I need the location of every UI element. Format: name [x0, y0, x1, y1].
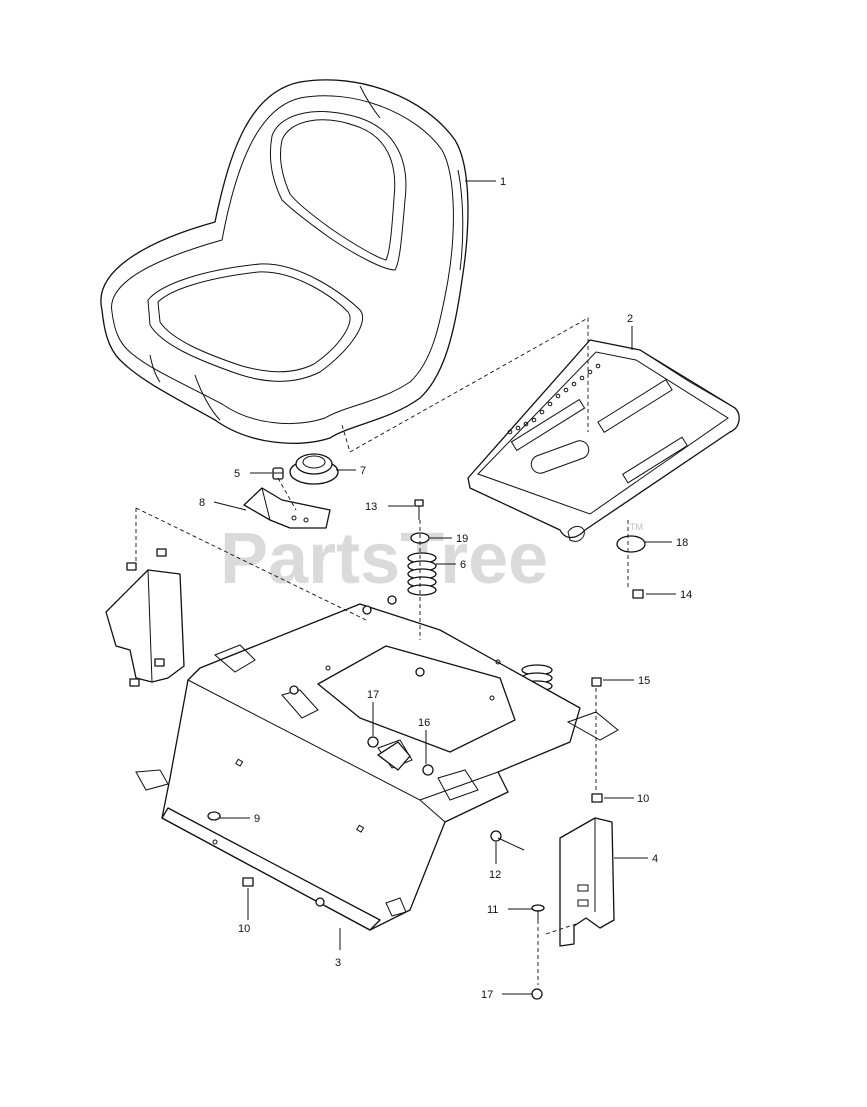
callout-9: 9: [254, 813, 260, 825]
bolt-13: [414, 499, 424, 520]
bracket-left: [105, 548, 185, 687]
bumper-9: [207, 811, 221, 821]
callout-6: 6: [460, 559, 466, 571]
callout-4: 4: [652, 853, 658, 865]
seat-frame: [135, 595, 619, 931]
watermark-trademark: TM: [630, 522, 643, 532]
callout-7: 7: [360, 465, 366, 477]
seat: [100, 79, 469, 444]
nut-10-front: [242, 877, 254, 887]
callout-19: 19: [456, 533, 468, 545]
switch-bracket: [243, 487, 331, 529]
seat-switch: [289, 453, 339, 485]
nut-17-bottom: [531, 988, 543, 1000]
callout-12: 12: [489, 869, 501, 881]
nut-5: [272, 467, 284, 480]
callout-1: 1: [500, 176, 506, 188]
nut-10-right: [591, 793, 603, 803]
bolt-15: [591, 677, 602, 687]
callout-17-bottom: 17: [481, 989, 493, 1001]
callout-5: 5: [234, 468, 240, 480]
callout-14: 14: [680, 589, 692, 601]
callout-17-top: 17: [367, 689, 379, 701]
partstree-watermark: PartsTree TM: [220, 519, 643, 599]
pin-12: [490, 830, 525, 851]
callout-10-right: 10: [637, 793, 649, 805]
bracket-4: [559, 817, 615, 947]
callout-15: 15: [638, 675, 650, 687]
bolt-11: [531, 904, 545, 920]
callout-16: 16: [418, 717, 430, 729]
callout-10-front: 10: [238, 923, 250, 935]
nut-17-top: [367, 736, 379, 748]
callout-13: 13: [365, 501, 377, 513]
callout-11: 11: [487, 904, 498, 916]
callout-3: 3: [335, 957, 341, 969]
alignment-lines: [135, 317, 629, 985]
callout-8: 8: [199, 497, 205, 509]
watermark-text: PartsTree: [220, 519, 548, 599]
bracket-16: [377, 741, 434, 776]
callout-2: 2: [627, 313, 633, 325]
spring-6: [407, 552, 437, 596]
washer-18: [616, 535, 646, 553]
bolt-14: [632, 589, 644, 599]
seat-plate: [467, 339, 740, 542]
leader-lines: [213, 180, 676, 995]
adjustment-holes: [507, 363, 601, 435]
callout-18: 18: [676, 537, 688, 549]
callout-labels: 1 2 3 4 5 6 7 8 9 10 10 11 12 13 14 15 1…: [199, 176, 692, 1001]
